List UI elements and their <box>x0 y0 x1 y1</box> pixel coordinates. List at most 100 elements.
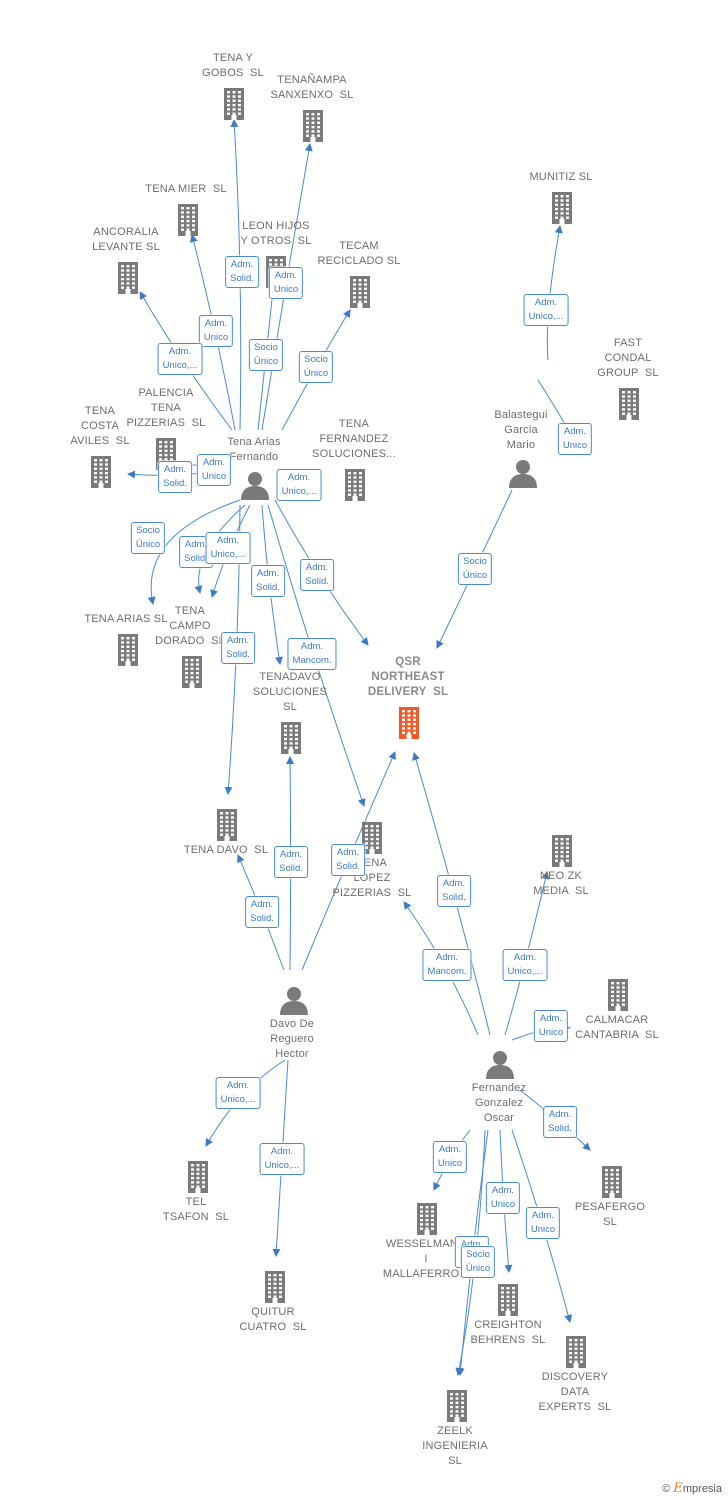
node-label[interactable]: ANCORALIA LEVANTE SL <box>92 226 160 253</box>
person-node-balastegui[interactable] <box>508 456 538 488</box>
building-icon <box>178 204 198 236</box>
relation-label[interactable]: Adm. Unico,... <box>276 469 322 501</box>
node-label[interactable]: Davo De Reguero Hector <box>269 1018 315 1060</box>
node-label[interactable]: QUITUR CUATRO SL <box>239 1306 307 1333</box>
company-node-pesafergo[interactable] <box>599 1162 625 1198</box>
relation-label[interactable]: Adm. Mancom. <box>287 638 337 670</box>
node-label[interactable]: TECAM RECICLADO SL <box>317 240 401 267</box>
company-node-neo-zk[interactable] <box>549 831 575 867</box>
empresia-logo[interactable]: © Empresia <box>662 1481 722 1496</box>
node-label[interactable]: LEON HIJOS Y OTROS SL <box>240 220 312 247</box>
node-label[interactable]: TENADAVO SOLUCIONES SL <box>252 671 328 713</box>
company-node-tena-fernandez[interactable] <box>342 465 368 501</box>
building-icon <box>217 809 237 841</box>
relation-label[interactable]: Adm. Unico <box>198 315 234 347</box>
node-label[interactable]: WESSELMANN I MALLAFERRO... <box>382 1238 470 1280</box>
relation-label[interactable]: Adm. Unico <box>525 1207 561 1239</box>
node-label[interactable]: TENA CAMPO DORADO SL <box>155 605 225 647</box>
building-icon <box>566 1336 586 1368</box>
node-label[interactable]: NEO ZK MEDIA SL <box>533 870 589 897</box>
relation-label[interactable]: Adm. Solid. <box>300 559 334 591</box>
company-node-tena-lopez[interactable] <box>359 818 385 854</box>
relation-label[interactable]: Adm. Unico <box>196 454 232 486</box>
relation-label[interactable]: Socio Único <box>298 351 334 383</box>
building-icon <box>552 192 572 224</box>
node-label[interactable]: PALENCIA TENA PIZZERIAS SL <box>126 387 206 429</box>
relation-label[interactable]: Adm. Unico <box>557 423 593 455</box>
relation-label[interactable]: Adm. Solid. <box>225 256 259 288</box>
company-node-quitur[interactable] <box>262 1267 288 1303</box>
relation-label[interactable]: Socio Único <box>457 553 493 585</box>
node-label[interactable]: ZEELK INGENIERIA SL <box>422 1425 488 1467</box>
relation-label[interactable]: Adm. Unico <box>432 1141 468 1173</box>
node-label[interactable]: TENA MIER SL <box>145 183 227 195</box>
relation-label[interactable]: Adm. Unico <box>268 267 304 299</box>
person-node-fernandez[interactable] <box>485 1047 515 1079</box>
company-node-tena-campo[interactable] <box>179 652 205 688</box>
relation-label[interactable]: Adm. Unico <box>485 1182 521 1214</box>
node-label[interactable]: Tena Arias Fernando <box>227 436 281 463</box>
relation-label[interactable]: Adm. Solid. <box>251 565 285 597</box>
company-node-tena-mier[interactable] <box>175 200 201 236</box>
relation-label[interactable]: Adm. Unico,... <box>157 343 203 375</box>
node-label[interactable]: TENAÑAMPA SANXENXO SL <box>270 74 354 101</box>
node-label[interactable]: TENA DAVO SL <box>183 844 269 856</box>
node-label[interactable]: TENA ARIAS SL <box>84 613 168 625</box>
relation-label[interactable]: Socio Único <box>460 1246 496 1278</box>
company-node-calmacar[interactable] <box>605 975 631 1011</box>
company-node-tena-arias-sl[interactable] <box>115 630 141 666</box>
relation-label[interactable]: Socio Único <box>248 339 284 371</box>
relation-label[interactable]: Adm. Solid. <box>158 461 192 493</box>
relation-label[interactable]: Adm. Solid. <box>221 632 255 664</box>
node-label[interactable]: FAST CONDAL GROUP SL <box>597 337 659 379</box>
relation-label[interactable]: Adm. Unico,... <box>523 294 569 326</box>
building-icon <box>91 456 111 488</box>
building-icon <box>265 1271 285 1303</box>
node-label[interactable]: Fernandez Gonzalez Oscar <box>471 1082 527 1124</box>
building-icon <box>619 388 639 420</box>
node-label[interactable]: TENA COSTA AVILES SL <box>70 405 130 447</box>
node-label[interactable]: Balastegui Garcia Mario <box>494 409 548 451</box>
company-node-tel-tsafon[interactable] <box>185 1157 211 1193</box>
company-node-zeelk[interactable] <box>444 1386 470 1422</box>
node-label[interactable]: DISCOVERY DATA EXPERTS SL <box>538 1371 612 1413</box>
company-node-tecam[interactable] <box>347 272 373 308</box>
relation-label[interactable]: Socio Único <box>130 522 166 554</box>
person-node-davo[interactable] <box>279 983 309 1015</box>
relation-label[interactable]: Adm. Solid. <box>331 844 365 876</box>
person-node-tena-arias-p[interactable] <box>240 468 270 500</box>
company-node-creighton[interactable] <box>495 1280 521 1316</box>
company-node-munitiz[interactable] <box>549 188 575 224</box>
node-label[interactable]: TENA FERNANDEZ SOLUCIONES... <box>312 418 396 460</box>
relation-label[interactable]: Adm. Mancom. <box>422 949 472 981</box>
relation-label[interactable]: Adm. Solid. <box>437 875 471 907</box>
company-node-tenanampa[interactable] <box>300 106 326 142</box>
relation-label[interactable]: Adm. Unico,... <box>502 949 548 981</box>
relation-label[interactable]: Adm. Unico,... <box>259 1143 305 1175</box>
company-node-discovery[interactable] <box>563 1332 589 1368</box>
node-label[interactable]: QSR NORTHEAST DELIVERY SL <box>367 656 449 698</box>
node-label[interactable]: TEL TSAFON SL <box>162 1196 230 1223</box>
person-icon <box>241 472 269 500</box>
node-label[interactable]: CALMACAR CANTABRIA SL <box>575 1014 659 1041</box>
node-label[interactable]: MUNITIZ SL <box>529 171 593 183</box>
relation-edge <box>546 225 563 361</box>
relation-label[interactable]: Adm. Unico,... <box>215 1077 261 1109</box>
relation-label[interactable]: Adm. Solid. <box>274 846 308 878</box>
company-node-tena-davo[interactable] <box>214 805 240 841</box>
company-node-ancoralia[interactable] <box>115 258 141 294</box>
relation-label[interactable]: Adm. Solid. <box>245 896 279 928</box>
relation-label[interactable]: Adm. Solid. <box>543 1106 577 1138</box>
node-label[interactable]: TENA Y GOBOS SL <box>202 52 264 79</box>
building-icon <box>118 262 138 294</box>
relation-label[interactable]: Adm. Unico <box>533 1010 569 1042</box>
node-label[interactable]: PESAFERGO SL <box>574 1201 646 1228</box>
relation-label[interactable]: Adm. Unico,... <box>205 532 251 564</box>
company-node-wesselmann[interactable] <box>414 1199 440 1235</box>
company-node-tena-gobos[interactable] <box>221 84 247 120</box>
node-label[interactable]: CREIGHTON BEHRENS SL <box>470 1319 546 1346</box>
company-node-qsr[interactable] <box>396 703 422 739</box>
company-node-tenadavo[interactable] <box>278 718 304 754</box>
company-node-tena-costa[interactable] <box>88 452 114 488</box>
company-node-fast-condal[interactable] <box>616 384 642 420</box>
